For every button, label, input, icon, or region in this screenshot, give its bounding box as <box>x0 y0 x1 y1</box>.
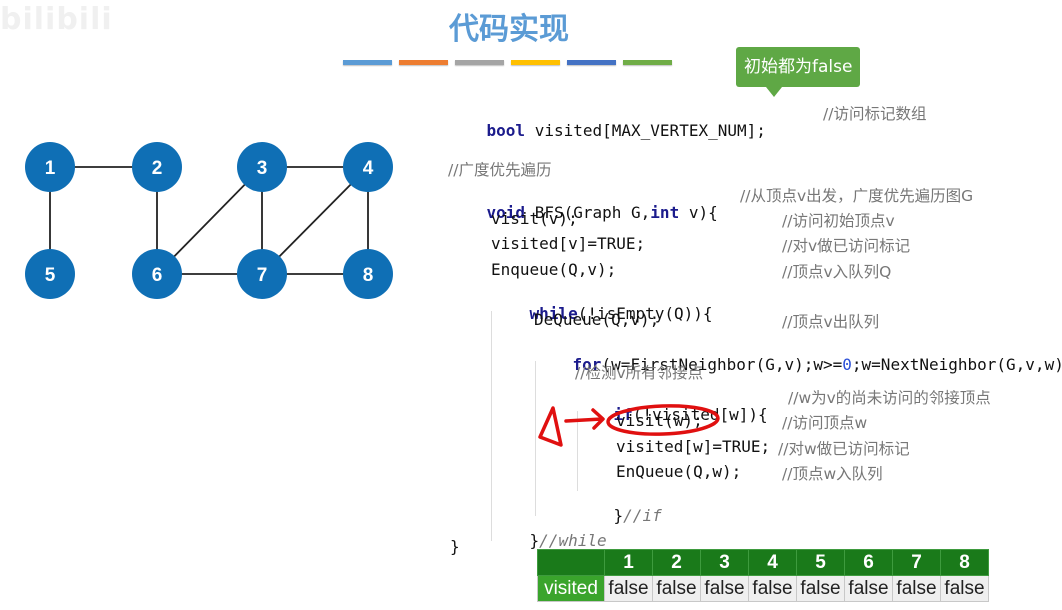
code-line-enqueue-w: EnQueue(Q,w); <box>616 462 742 481</box>
decorative-color-bars <box>343 60 672 65</box>
code-line-mark-w: visited[w]=TRUE; <box>616 437 771 456</box>
color-bar <box>623 60 672 65</box>
code-comment: //while <box>539 531 607 550</box>
code-text: } <box>613 506 624 525</box>
keyword: void <box>486 203 526 222</box>
keyword: while <box>529 304 578 323</box>
code-line-visit: visit(v); <box>491 209 578 228</box>
visited-cell: false <box>604 575 653 602</box>
code-text: ;w=NextNeighbor(G,v,w) <box>851 355 1062 374</box>
graph-node-3 <box>237 142 287 192</box>
code-comment: //顶点v入队列Q <box>782 263 892 281</box>
code-line-visit-w: visit(w); <box>616 411 703 430</box>
graph-node-label: 3 <box>257 158 268 179</box>
code-text: (w=FirstNeighbor(G,v);w>= <box>601 355 843 374</box>
graph-node-8 <box>343 249 393 299</box>
row-label-visited: visited <box>537 575 605 602</box>
column-header: 5 <box>796 549 845 576</box>
graph-node-label: 7 <box>257 265 268 286</box>
graph-diagram: 1 2 3 4 5 6 7 8 <box>25 142 393 299</box>
code-line-enqueue: Enqueue(Q,v); <box>491 260 617 279</box>
graph-node-4 <box>343 142 393 192</box>
code-comment: //对v做已访问标记 <box>782 237 911 255</box>
keyword: int <box>650 203 680 222</box>
visited-cell: false <box>892 575 941 602</box>
column-header: 1 <box>604 549 653 576</box>
indent-guide <box>491 311 492 541</box>
keyword: bool <box>486 121 526 140</box>
graph-node-label: 8 <box>363 265 374 286</box>
code-comment: //访问标记数组 <box>823 105 927 123</box>
code-line-endwhile: }//while <box>491 512 607 569</box>
code-text: BFS(Graph G, <box>525 203 651 222</box>
code-text: visited[MAX_VERTEX_NUM]; <box>525 121 766 140</box>
graph-node-2 <box>132 142 182 192</box>
code-line-dequeue: DeQueue(Q,v); <box>534 310 660 329</box>
color-bar <box>511 60 560 65</box>
callout-initial-false: 初始都为false <box>736 47 861 97</box>
graph-node-7 <box>237 249 287 299</box>
code-line-for: for(w=FirstNeighbor(G,v);w>=0;w=NextNeig… <box>534 336 1062 393</box>
code-line-mark: visited[v]=TRUE; <box>491 234 646 253</box>
graph-node-label: 4 <box>363 158 374 179</box>
column-header: 8 <box>940 549 989 576</box>
bilibili-watermark: bilibili <box>0 2 113 37</box>
code-comment: //顶点v出队列 <box>782 313 880 331</box>
color-bar <box>455 60 504 65</box>
code-comment: //访问顶点w <box>782 414 868 432</box>
code-line-end: } <box>450 537 460 556</box>
column-header: 4 <box>748 549 797 576</box>
color-bar <box>399 60 448 65</box>
code-comment: //if <box>623 506 662 525</box>
graph-node-6 <box>132 249 182 299</box>
keyword: for <box>572 355 602 374</box>
visited-cell: false <box>940 575 989 602</box>
bfs-code-block: bool visited[MAX_VERTEX_NUM]; //访问标记数组 /… <box>448 0 1062 560</box>
visited-cell: false <box>844 575 893 602</box>
indent-guide <box>577 411 578 491</box>
graph-node-1 <box>25 142 75 192</box>
column-header: 3 <box>700 549 749 576</box>
graph-node-label: 6 <box>152 265 163 286</box>
code-comment: //检测v所有邻接点 <box>575 364 704 382</box>
indent-guide <box>535 361 536 516</box>
column-header: 2 <box>652 549 701 576</box>
graph-node-label: 5 <box>45 265 56 286</box>
code-comment: //对w做已访问标记 <box>778 440 910 458</box>
code-line-fn-sig: void BFS(Graph G,int v){ <box>448 184 718 241</box>
code-line-while: while(!isEmpty(Q)){ <box>491 285 713 342</box>
code-line-endif: }//if <box>575 487 662 544</box>
column-header: 6 <box>844 549 893 576</box>
color-bar <box>343 60 392 65</box>
column-header: 7 <box>892 549 941 576</box>
graph-node-label: 2 <box>152 158 163 179</box>
visited-cell: false <box>748 575 797 602</box>
code-comment: //从顶点v出发，广度优先遍历图G <box>740 187 974 205</box>
code-comment: //广度优先遍历 <box>448 161 552 179</box>
code-text: } <box>529 531 540 550</box>
code-comment: //w为v的尚未访问的邻接顶点 <box>788 389 991 407</box>
graph-node-label: 1 <box>45 158 56 179</box>
code-line-decl: bool visited[MAX_VERTEX_NUM]; <box>448 102 766 159</box>
visited-cell: false <box>652 575 701 602</box>
color-bar <box>567 60 616 65</box>
code-comment: //访问初始顶点v <box>782 212 895 230</box>
table-corner-cell <box>537 549 605 576</box>
visited-cell: false <box>796 575 845 602</box>
code-text: v){ <box>679 203 718 222</box>
graph-node-5 <box>25 249 75 299</box>
visited-cell: false <box>700 575 749 602</box>
code-text: (!isEmpty(Q)){ <box>577 304 713 323</box>
slide-title: 代码实现 <box>449 12 569 47</box>
graph-edge-4-7 <box>261 166 369 275</box>
number-literal: 0 <box>842 355 852 374</box>
code-comment: //顶点w入队列 <box>782 465 883 483</box>
